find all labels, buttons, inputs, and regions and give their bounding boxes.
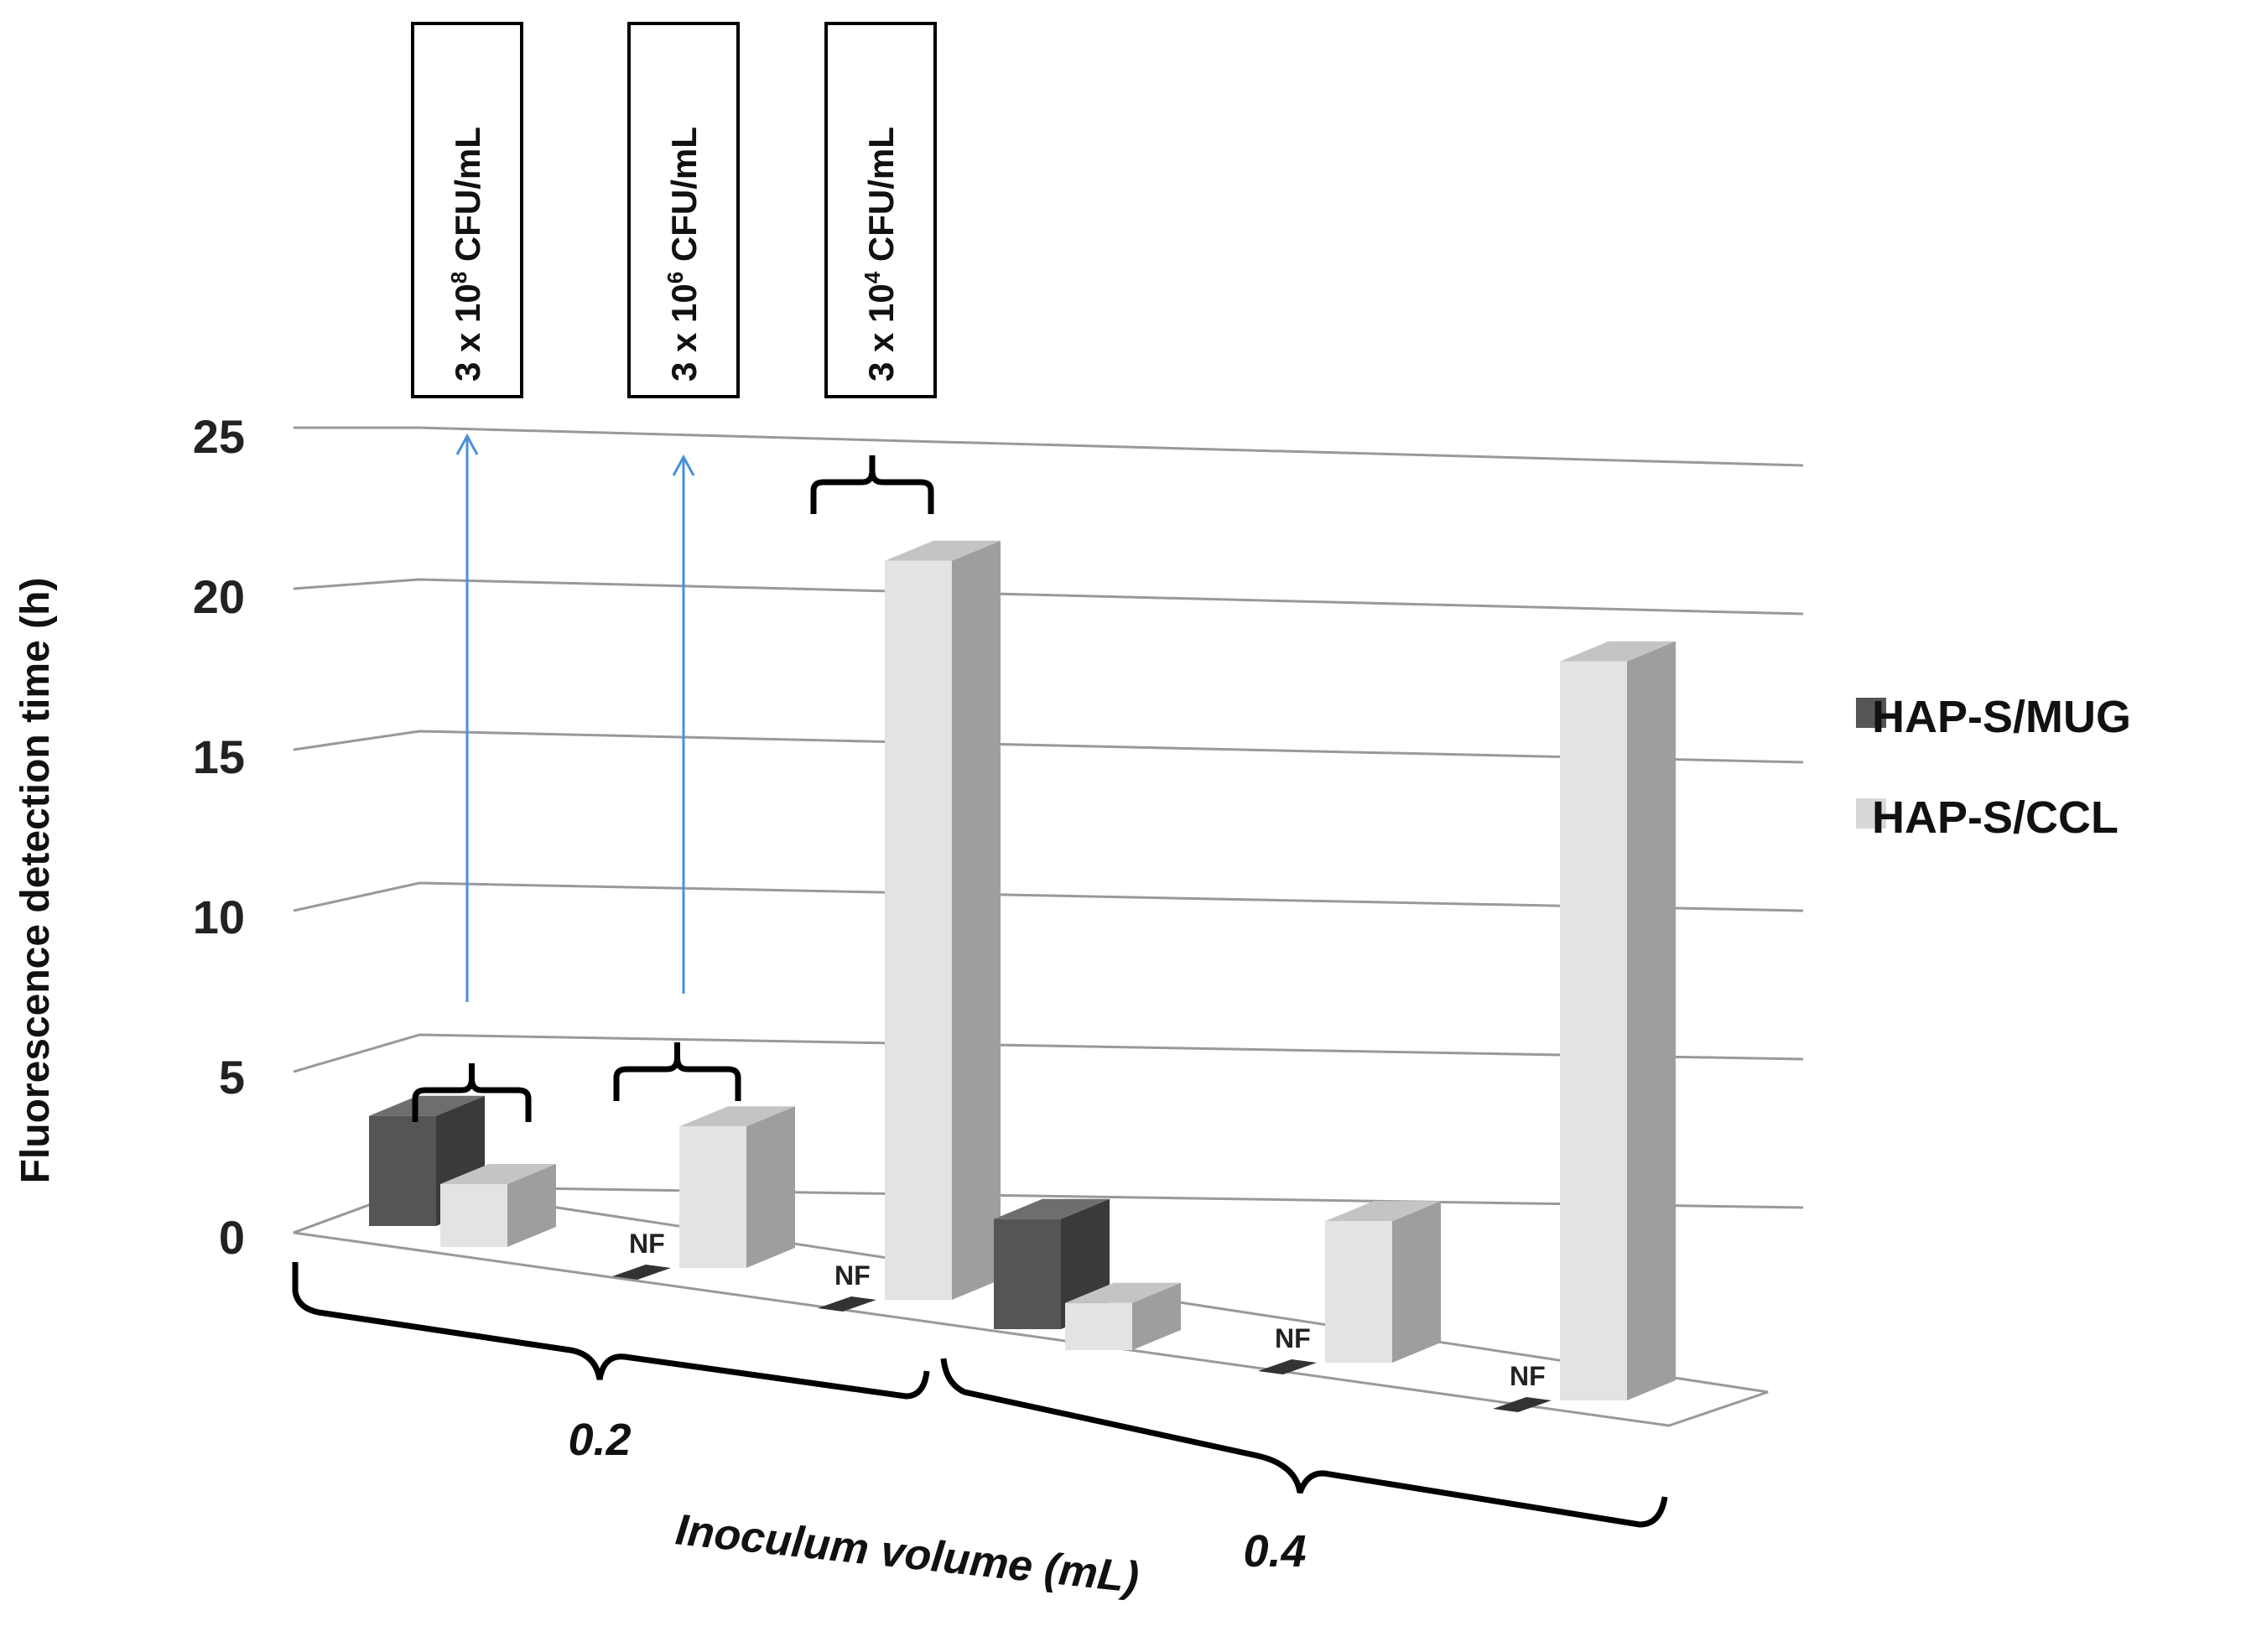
svg-text:3 x 108 CFU/mL: 3 x 108 CFU/mL	[446, 127, 487, 382]
arrow	[455, 433, 479, 1002]
nf-label: NF	[834, 1260, 871, 1291]
bar-hap-s-ccl	[1560, 641, 1676, 1400]
gridlines	[293, 426, 1804, 1234]
concentration-label: 3 x 104 CFU/mL	[824, 22, 937, 398]
gridline	[293, 578, 1804, 616]
gridline	[293, 881, 1804, 912]
bar-hap-s-ccl	[679, 1106, 795, 1268]
brace	[412, 1063, 532, 1122]
svg-text:3 x 106 CFU/mL: 3 x 106 CFU/mL	[663, 127, 704, 382]
bars: NF NF NF NF	[369, 540, 1676, 1412]
svg-text:3 x 104 CFU/mL: 3 x 104 CFU/mL	[860, 127, 901, 382]
legend-swatch-mug	[1856, 698, 1886, 728]
y-tick-label: 25	[193, 410, 245, 463]
nf-label: NF	[1510, 1361, 1546, 1391]
legend-label-ccl: HAP-S/CCL	[1872, 792, 2118, 843]
x-axis-label: Inoculum volume (mL)	[673, 1505, 1141, 1603]
group-brace-0.2	[292, 1262, 930, 1400]
y-tick-label: 5	[219, 1051, 245, 1104]
group-label-0.4: 0.4	[1243, 1526, 1306, 1577]
y-tick-label: 20	[193, 570, 245, 623]
group-label-0.2: 0.2	[568, 1415, 631, 1465]
y-axis-label: Fluorescence detection time (h)	[13, 578, 58, 1184]
y-tick-label: 0	[219, 1211, 245, 1264]
annotations: 3 x 108 CFU/mL 3 x 106 CFU/mL 3 x 104 CFU/…	[292, 22, 1668, 1528]
gridline	[293, 1033, 1804, 1073]
legend-swatch-ccl	[1856, 798, 1886, 829]
y-tick-labels: 0 5 10 15 20 25	[193, 410, 245, 1264]
group-brace-0.4	[940, 1358, 1668, 1528]
nf-label: NF	[1275, 1323, 1311, 1353]
bar-hap-s-mug	[369, 1095, 485, 1226]
nf-marker	[818, 1296, 876, 1312]
bar-hap-s-ccl	[440, 1164, 556, 1247]
bar-hap-s-ccl	[1065, 1282, 1181, 1350]
brace	[810, 455, 934, 514]
arrow	[672, 454, 695, 994]
gridline	[294, 426, 1804, 467]
bar-hap-s-ccl	[885, 540, 1001, 1300]
concentration-label: 3 x 106 CFU/mL	[627, 22, 740, 398]
y-tick-label: 10	[193, 891, 245, 943]
nf-label: NF	[629, 1229, 665, 1259]
concentration-label: 3 x 108 CFU/mL	[411, 22, 523, 398]
brace	[613, 1042, 741, 1101]
y-tick-label: 15	[193, 730, 245, 783]
legend-label-mug: HAP-S/MUG	[1872, 692, 2131, 742]
legend: HAP-S/MUG HAP-S/CCL	[1856, 692, 2131, 843]
nf-marker	[612, 1265, 671, 1280]
nf-marker	[1258, 1359, 1317, 1374]
bar-hap-s-ccl	[1325, 1201, 1441, 1363]
nf-marker	[1493, 1397, 1552, 1412]
gridline	[293, 730, 1804, 764]
